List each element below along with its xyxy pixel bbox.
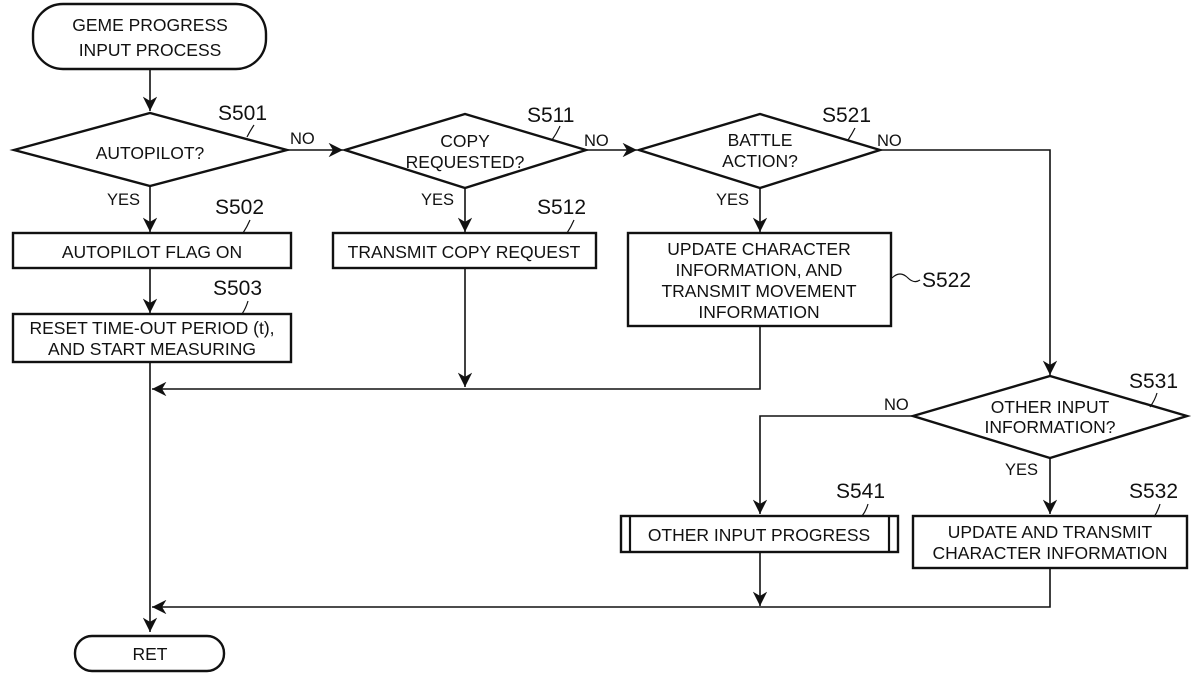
decision-s501: AUTOPILOT? S501 NO YES	[14, 102, 315, 209]
s532-step-label: S532	[1129, 480, 1178, 503]
svg-text:YES: YES	[1005, 461, 1038, 479]
s511-yes-label: YES	[421, 191, 454, 209]
s532-line-1: UPDATE AND TRANSMIT	[948, 522, 1153, 542]
process-s503: RESET TIME-OUT PERIOD (t), AND START MEA…	[13, 277, 291, 362]
s503-leader	[242, 301, 248, 314]
s512-leader	[567, 220, 574, 233]
end-terminal: RET	[75, 636, 224, 671]
svg-text:S501: S501	[218, 102, 267, 125]
svg-text:NO: NO	[290, 130, 315, 148]
s521-no-label: NO	[877, 132, 902, 150]
svg-text:TRANSMIT COPY REQUEST: TRANSMIT COPY REQUEST	[348, 242, 581, 262]
start-line-2: INPUT PROCESS	[79, 40, 222, 60]
s532-line-2: CHARACTER INFORMATION	[933, 543, 1168, 563]
s502-leader	[243, 220, 250, 233]
s521-line-2: ACTION?	[722, 151, 798, 171]
s541-leader	[862, 504, 868, 516]
s522-line-1: UPDATE CHARACTER	[667, 239, 850, 259]
svg-text:UPDATE AND TRANSMIT: UPDATE AND TRANSMIT	[948, 522, 1153, 542]
s511-no-label: NO	[584, 132, 609, 150]
s511-leader	[552, 126, 560, 140]
process-s502: AUTOPILOT FLAG ON S502	[13, 196, 291, 268]
s521-yes-label: YES	[716, 191, 749, 209]
end-text: RET	[133, 644, 168, 664]
s511-line-1: COPY	[440, 131, 490, 151]
svg-text:NO: NO	[584, 132, 609, 150]
s531-step-label: S531	[1129, 370, 1178, 393]
svg-text:OTHER INPUT PROGRESS: OTHER INPUT PROGRESS	[648, 525, 870, 545]
s522-step-label: S522	[922, 269, 971, 292]
svg-text:GEME PROGRESS: GEME PROGRESS	[72, 15, 228, 35]
s531-no-label: NO	[884, 396, 909, 414]
s522-line-2: INFORMATION, AND	[676, 260, 843, 280]
svg-text:REQUESTED?: REQUESTED?	[406, 152, 525, 172]
s501-yes-label: YES	[107, 191, 140, 209]
svg-text:YES: YES	[107, 191, 140, 209]
s511-line-2: REQUESTED?	[406, 152, 525, 172]
decision-s511: COPY REQUESTED? S511 NO YES	[345, 104, 609, 209]
decision-s521: BATTLE ACTION? S521 NO YES	[639, 104, 902, 209]
svg-text:AND START MEASURING: AND START MEASURING	[48, 339, 256, 359]
start-line-1: GEME PROGRESS	[72, 15, 228, 35]
svg-text:S522: S522	[922, 269, 971, 292]
svg-text:S541: S541	[836, 480, 885, 503]
svg-text:INPUT PROCESS: INPUT PROCESS	[79, 40, 222, 60]
s501-text: AUTOPILOT?	[96, 143, 205, 163]
s511-step-label: S511	[527, 104, 575, 127]
svg-text:COPY: COPY	[440, 131, 490, 151]
s512-text: TRANSMIT COPY REQUEST	[348, 242, 581, 262]
svg-text:BATTLE: BATTLE	[728, 130, 793, 150]
svg-text:YES: YES	[716, 191, 749, 209]
start-terminal: GEME PROGRESS INPUT PROCESS	[33, 4, 266, 69]
s531-line-1: OTHER INPUT	[991, 397, 1110, 417]
svg-text:S503: S503	[213, 277, 262, 300]
decision-s531: OTHER INPUT INFORMATION? S531 NO YES	[884, 370, 1187, 479]
svg-text:CHARACTER INFORMATION: CHARACTER INFORMATION	[933, 543, 1168, 563]
s522-leader	[892, 274, 920, 282]
arrow-merge-lower	[152, 568, 1050, 607]
s522-line-4: INFORMATION	[698, 302, 819, 322]
svg-text:S511: S511	[527, 104, 575, 127]
s501-no-label: NO	[290, 130, 315, 148]
svg-text:S521: S521	[822, 104, 871, 127]
s521-step-label: S521	[822, 104, 871, 127]
svg-text:AUTOPILOT?: AUTOPILOT?	[96, 143, 205, 163]
s502-step-label: S502	[215, 196, 264, 219]
svg-text:INFORMATION: INFORMATION	[698, 302, 819, 322]
s541-text: OTHER INPUT PROGRESS	[648, 525, 870, 545]
svg-text:INFORMATION, AND: INFORMATION, AND	[676, 260, 843, 280]
svg-text:RET: RET	[133, 644, 168, 664]
svg-text:ACTION?: ACTION?	[722, 151, 798, 171]
svg-text:S531: S531	[1129, 370, 1178, 393]
svg-text:RESET TIME-OUT PERIOD (t),: RESET TIME-OUT PERIOD (t),	[29, 318, 274, 338]
s502-text: AUTOPILOT FLAG ON	[62, 242, 242, 262]
s521-line-1: BATTLE	[728, 130, 793, 150]
s522-line-3: TRANSMIT MOVEMENT	[661, 281, 856, 301]
s531-leader	[1150, 393, 1157, 407]
s531-yes-label: YES	[1005, 461, 1038, 479]
svg-text:AUTOPILOT FLAG ON: AUTOPILOT FLAG ON	[62, 242, 242, 262]
svg-text:S532: S532	[1129, 480, 1178, 503]
s501-step-label: S501	[218, 102, 267, 125]
s531-line-2: INFORMATION?	[985, 417, 1116, 437]
s521-leader	[848, 128, 855, 140]
process-s522: UPDATE CHARACTER INFORMATION, AND TRANSM…	[628, 233, 971, 326]
svg-text:UPDATE CHARACTER: UPDATE CHARACTER	[667, 239, 850, 259]
svg-text:NO: NO	[877, 132, 902, 150]
s503-step-label: S503	[213, 277, 262, 300]
s503-line-2: AND START MEASURING	[48, 339, 256, 359]
svg-text:NO: NO	[884, 396, 909, 414]
svg-text:TRANSMIT MOVEMENT: TRANSMIT MOVEMENT	[661, 281, 856, 301]
svg-text:INFORMATION?: INFORMATION?	[985, 417, 1116, 437]
s512-step-label: S512	[537, 196, 586, 219]
s503-line-1: RESET TIME-OUT PERIOD (t),	[29, 318, 274, 338]
svg-text:YES: YES	[421, 191, 454, 209]
svg-text:S512: S512	[537, 196, 586, 219]
s541-step-label: S541	[836, 480, 885, 503]
svg-text:OTHER INPUT: OTHER INPUT	[991, 397, 1110, 417]
s501-leader	[247, 125, 254, 137]
svg-text:S502: S502	[215, 196, 264, 219]
